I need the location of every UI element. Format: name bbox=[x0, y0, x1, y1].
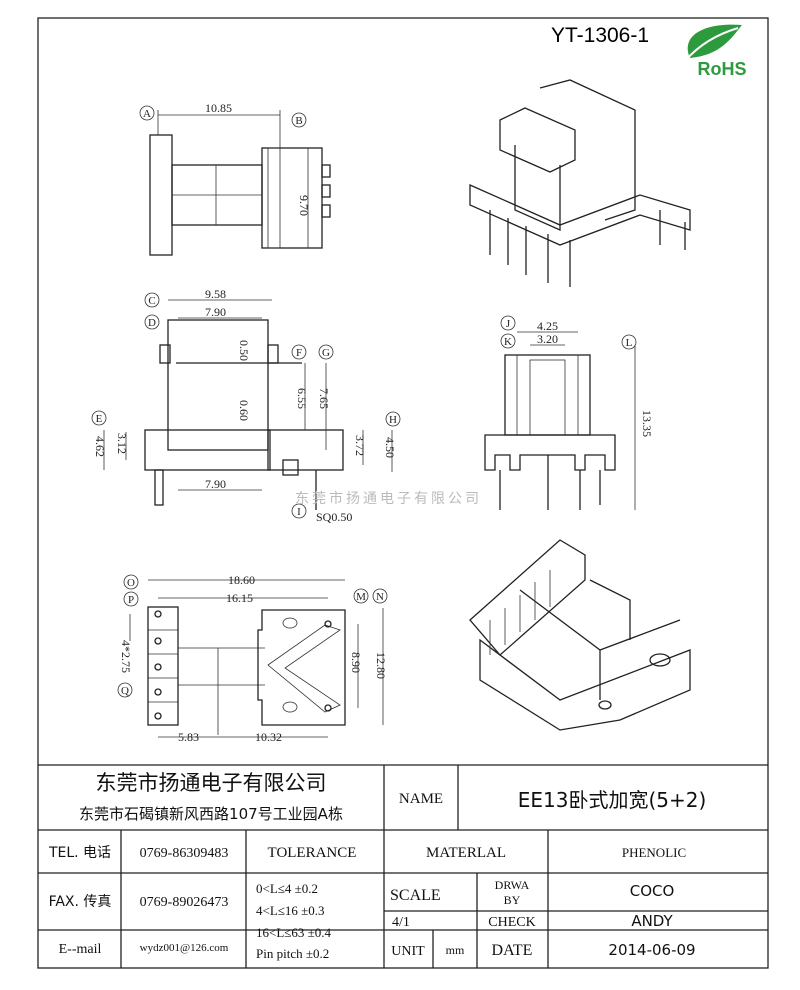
tolerance-label: TOLERANCE bbox=[268, 845, 357, 861]
dimension-label: A bbox=[143, 108, 151, 120]
bottom-view: 18.60 16.15 4*2.75 8.90 12.80 5.83 10.32… bbox=[117, 573, 388, 744]
dimension-label: 7.90 bbox=[205, 477, 226, 491]
tolerance-4: Pin pitch ±0.2 bbox=[256, 946, 329, 961]
check-label: CHECK bbox=[488, 915, 535, 930]
dimension-label: SQ0.50 bbox=[316, 510, 352, 524]
dimension-label: 8.90 bbox=[349, 652, 363, 673]
unit-label: UNIT bbox=[391, 944, 425, 959]
fax-value: 0769-89026473 bbox=[140, 895, 229, 910]
tel-value: 0769-86309483 bbox=[140, 846, 229, 861]
dimension-label: 9.70 bbox=[297, 195, 311, 216]
check-value: ANDY bbox=[631, 912, 673, 930]
tolerance-3: 16<L≤63 ±0.4 bbox=[256, 925, 332, 940]
material-label: MATERLAL bbox=[426, 845, 506, 861]
dimension-label: Q bbox=[121, 685, 129, 697]
dimension-label: 18.60 bbox=[228, 573, 255, 587]
part-name: EE13卧式加宽(5+2) bbox=[518, 788, 707, 812]
dimension-label: 5.83 bbox=[178, 730, 199, 744]
dimension-label: 10.32 bbox=[255, 730, 282, 744]
dimension-label: RoHS bbox=[698, 59, 747, 79]
drawn-by-label-2: BY bbox=[504, 893, 521, 907]
drawn-by-value: COCO bbox=[630, 882, 675, 900]
tel-label: TEL. 电话 bbox=[48, 845, 111, 861]
dimension-label: G bbox=[322, 347, 330, 359]
drawn-by-label: DRWA bbox=[495, 878, 530, 892]
company-name: 东莞市扬通电子有限公司 bbox=[96, 771, 327, 795]
dimension-label: E bbox=[96, 413, 103, 425]
dimension-label: 16.15 bbox=[226, 591, 253, 605]
scale-label: SCALE bbox=[390, 887, 441, 904]
dimension-label: B bbox=[295, 115, 302, 127]
dimension-label: 3.72 bbox=[353, 435, 367, 456]
drawing-border bbox=[37, 17, 769, 969]
drawing-number: YT-1306-1 bbox=[551, 24, 649, 47]
dimension-label: 12.80 bbox=[374, 652, 388, 679]
watermark: 东莞市扬通电子有限公司 bbox=[295, 490, 482, 507]
email-value: wydz001@126.com bbox=[140, 942, 229, 954]
fax-label: FAX. 传真 bbox=[49, 894, 112, 910]
email-label: E--mail bbox=[59, 942, 102, 957]
dimension-label: J bbox=[506, 318, 511, 330]
dimension-label: 0.50 bbox=[237, 340, 251, 361]
dimension-label: I bbox=[297, 506, 301, 518]
dimension-label: 4.50 bbox=[383, 437, 397, 458]
dimension-label: 10.85 bbox=[205, 101, 232, 115]
front-view: 9.58 7.90 0.50 0.60 6.55 7.65 3.12 4.62 … bbox=[91, 287, 401, 524]
date-label: DATE bbox=[492, 942, 533, 959]
dimension-label: D bbox=[148, 317, 156, 329]
dimension-label: M bbox=[356, 591, 366, 603]
dimension-label: 7.90 bbox=[205, 305, 226, 319]
dimension-label: P bbox=[128, 594, 134, 606]
dimension-label: H bbox=[389, 414, 397, 426]
dimension-label: 4.62 bbox=[93, 436, 107, 457]
dimension-label: K bbox=[504, 336, 512, 348]
dimension-label: 7.65 bbox=[317, 388, 331, 409]
name-label: NAME bbox=[399, 791, 443, 807]
dimension-label: 9.58 bbox=[205, 287, 226, 301]
isometric-view-bottom bbox=[469, 539, 691, 731]
scale-value: 4/1 bbox=[392, 915, 410, 930]
isometric-view-top bbox=[469, 79, 691, 287]
material-value: PHENOLIC bbox=[622, 845, 686, 860]
dimension-label: O bbox=[127, 577, 135, 589]
dimension-label: L bbox=[626, 337, 633, 349]
dimension-label: 6.55 bbox=[295, 388, 309, 409]
title-block bbox=[38, 764, 768, 968]
dimension-label: 13.35 bbox=[640, 410, 654, 437]
dimension-label: 0.60 bbox=[237, 400, 251, 421]
date-value: 2014-06-09 bbox=[608, 941, 695, 959]
side-view: 4.25 3.20 13.35 J K L bbox=[484, 315, 654, 510]
dimension-label: 4.25 bbox=[537, 319, 558, 333]
company-address: 东莞市石碣镇新风西路107号工业园A栋 bbox=[79, 805, 343, 823]
tolerance-1: 0<L≤4 ±0.2 bbox=[256, 881, 318, 896]
unit-value: mm bbox=[446, 943, 465, 957]
dimension-label: F bbox=[296, 347, 302, 359]
dimension-label: N bbox=[376, 591, 384, 603]
dimension-label: 3.20 bbox=[537, 332, 558, 346]
dimension-label: C bbox=[148, 295, 155, 307]
dimension-label: 3.12 bbox=[115, 433, 129, 454]
dimension-label: 4*2.75 bbox=[119, 640, 133, 673]
rohs-logo: RoHS bbox=[685, 24, 747, 79]
top-view: 10.85 9.70 A B bbox=[139, 101, 331, 256]
tolerance-2: 4<L≤16 ±0.3 bbox=[256, 903, 325, 918]
